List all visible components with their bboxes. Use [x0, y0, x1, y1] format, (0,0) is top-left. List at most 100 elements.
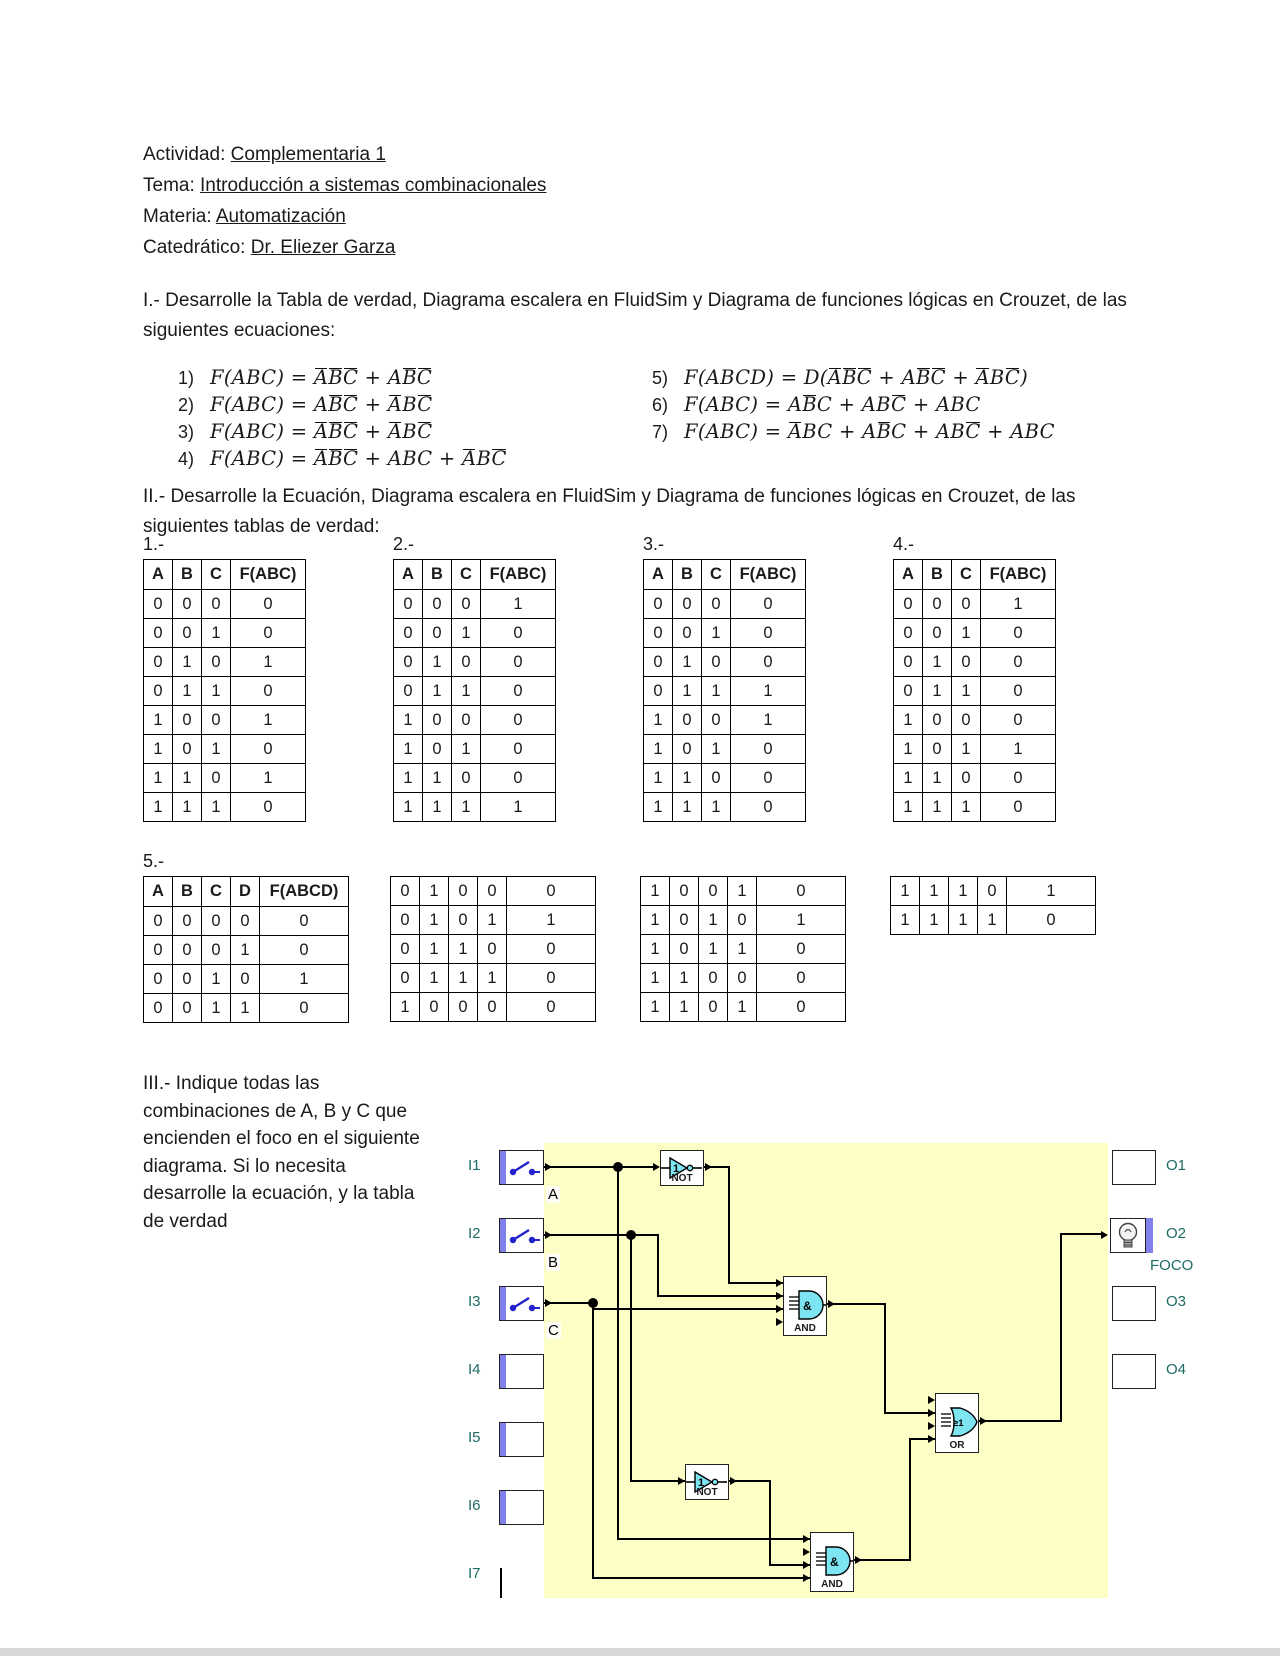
- table-cell: 1: [977, 905, 1007, 935]
- wire-segment: [630, 1234, 632, 1482]
- and-gate[interactable]: &AND: [810, 1532, 854, 1592]
- switch-icon[interactable]: [507, 1156, 541, 1185]
- table-2-label: 2.-: [393, 534, 415, 554]
- module-terminal-bar: [500, 1355, 506, 1388]
- table-cell: 0: [980, 676, 1056, 706]
- table-cell: 0: [672, 618, 702, 648]
- table-cell: 1: [393, 734, 423, 764]
- table-cell: 0: [143, 589, 173, 619]
- input-module-I5[interactable]: [499, 1422, 544, 1457]
- table-cell: 0: [172, 734, 202, 764]
- table-cell: 1: [922, 792, 952, 822]
- table-header-cell: A: [643, 559, 673, 590]
- table-cell: 1: [672, 676, 702, 706]
- table-cell: 1: [727, 934, 757, 964]
- table-cell: 1: [922, 763, 952, 793]
- table-cell: 0: [730, 734, 806, 764]
- table-cell: 0: [393, 676, 423, 706]
- table-cell: 0: [922, 618, 952, 648]
- table-cell: 0: [480, 734, 556, 764]
- input-label-I2: I2: [468, 1225, 481, 1242]
- output-module-O2[interactable]: [1110, 1218, 1146, 1253]
- wire-segment: [657, 1295, 783, 1297]
- table-cell: 0: [672, 589, 702, 619]
- wire-segment: [544, 1302, 594, 1304]
- table-cell: 0: [643, 589, 673, 619]
- table-cell: 1: [477, 905, 507, 935]
- equation-number: 7): [652, 422, 669, 442]
- wire-segment: [884, 1412, 935, 1414]
- table-cell: 1: [948, 876, 978, 906]
- table-cell: 0: [669, 905, 699, 935]
- gate-input-arrow: [803, 1560, 810, 1569]
- table-cell: 1: [701, 618, 731, 648]
- wire-segment: [769, 1564, 811, 1566]
- table-cell: 1: [640, 905, 670, 935]
- table-cell: 0: [143, 964, 173, 994]
- wire-arrowhead: [1101, 1230, 1108, 1239]
- wire-segment: [617, 1166, 619, 1540]
- table-cell: 0: [390, 876, 420, 906]
- gate-symbol: &: [830, 1555, 839, 1569]
- table-header-cell: D: [230, 876, 260, 907]
- wire-segment: [544, 1166, 657, 1168]
- wire-segment: [617, 1538, 811, 1540]
- gate-input-arrow: [928, 1434, 935, 1443]
- materia-value: Automatización: [215, 206, 346, 227]
- output-module-O4[interactable]: [1112, 1354, 1156, 1389]
- wire-junction-dot: [626, 1230, 636, 1240]
- table-cell: 1: [477, 963, 507, 993]
- table-cell: 0: [980, 618, 1056, 648]
- signal-label-B: B: [546, 1254, 561, 1271]
- table-cell: 1: [143, 734, 173, 764]
- table-cell: 1: [230, 647, 306, 677]
- table-cell: 1: [422, 676, 452, 706]
- equation-number: 6): [652, 395, 669, 415]
- input-module-I2[interactable]: [499, 1218, 544, 1253]
- input-module-I6[interactable]: [499, 1490, 544, 1525]
- table-cell: 0: [201, 705, 231, 735]
- input-label-I5: I5: [468, 1429, 481, 1446]
- input-module-I4[interactable]: [499, 1354, 544, 1389]
- table-cell: 0: [698, 876, 728, 906]
- signal-label-A: A: [546, 1186, 561, 1203]
- table-cell: 1: [643, 763, 673, 793]
- table-cell: 0: [643, 647, 673, 677]
- table-cell: 1: [669, 963, 699, 993]
- equation-5: 5) F(ABCD) = D(ABC + ABC + ABC): [652, 366, 1028, 389]
- module-terminal-bar: [500, 1151, 506, 1184]
- table-cell: 0: [698, 963, 728, 993]
- input-module-I3[interactable]: [499, 1286, 544, 1321]
- table-cell: 1: [143, 763, 173, 793]
- gate-input-arrow: [803, 1573, 810, 1582]
- table-header-cell: C: [701, 559, 731, 590]
- switch-icon[interactable]: [507, 1292, 541, 1321]
- wire-segment: [592, 1302, 594, 1579]
- wire-segment: [544, 1234, 659, 1236]
- table-cell: 0: [172, 993, 202, 1023]
- and-gate[interactable]: &AND: [783, 1276, 827, 1336]
- wire-segment: [854, 1559, 911, 1561]
- equation-number: 5): [652, 368, 669, 388]
- output-module-O3[interactable]: [1112, 1286, 1156, 1321]
- table-cell: 0: [922, 589, 952, 619]
- table-cell: 0: [730, 618, 806, 648]
- table-cell: 1: [672, 647, 702, 677]
- switch-icon[interactable]: [507, 1224, 541, 1253]
- table-cell: 1: [172, 763, 202, 793]
- table-cell: 1: [419, 905, 449, 935]
- equation-expression: F(ABCD) = D(ABC + ABC + ABC): [684, 366, 1029, 389]
- table-cell: 0: [451, 647, 481, 677]
- tema-label: Tema:: [143, 175, 201, 196]
- gate-label: AND: [794, 1323, 816, 1334]
- table-cell: 1: [422, 792, 452, 822]
- equation-expression: F(ABC) = ABC + ABC + ABC: [210, 447, 507, 470]
- output-module-O1[interactable]: [1112, 1150, 1156, 1185]
- input-module-I1[interactable]: [499, 1150, 544, 1185]
